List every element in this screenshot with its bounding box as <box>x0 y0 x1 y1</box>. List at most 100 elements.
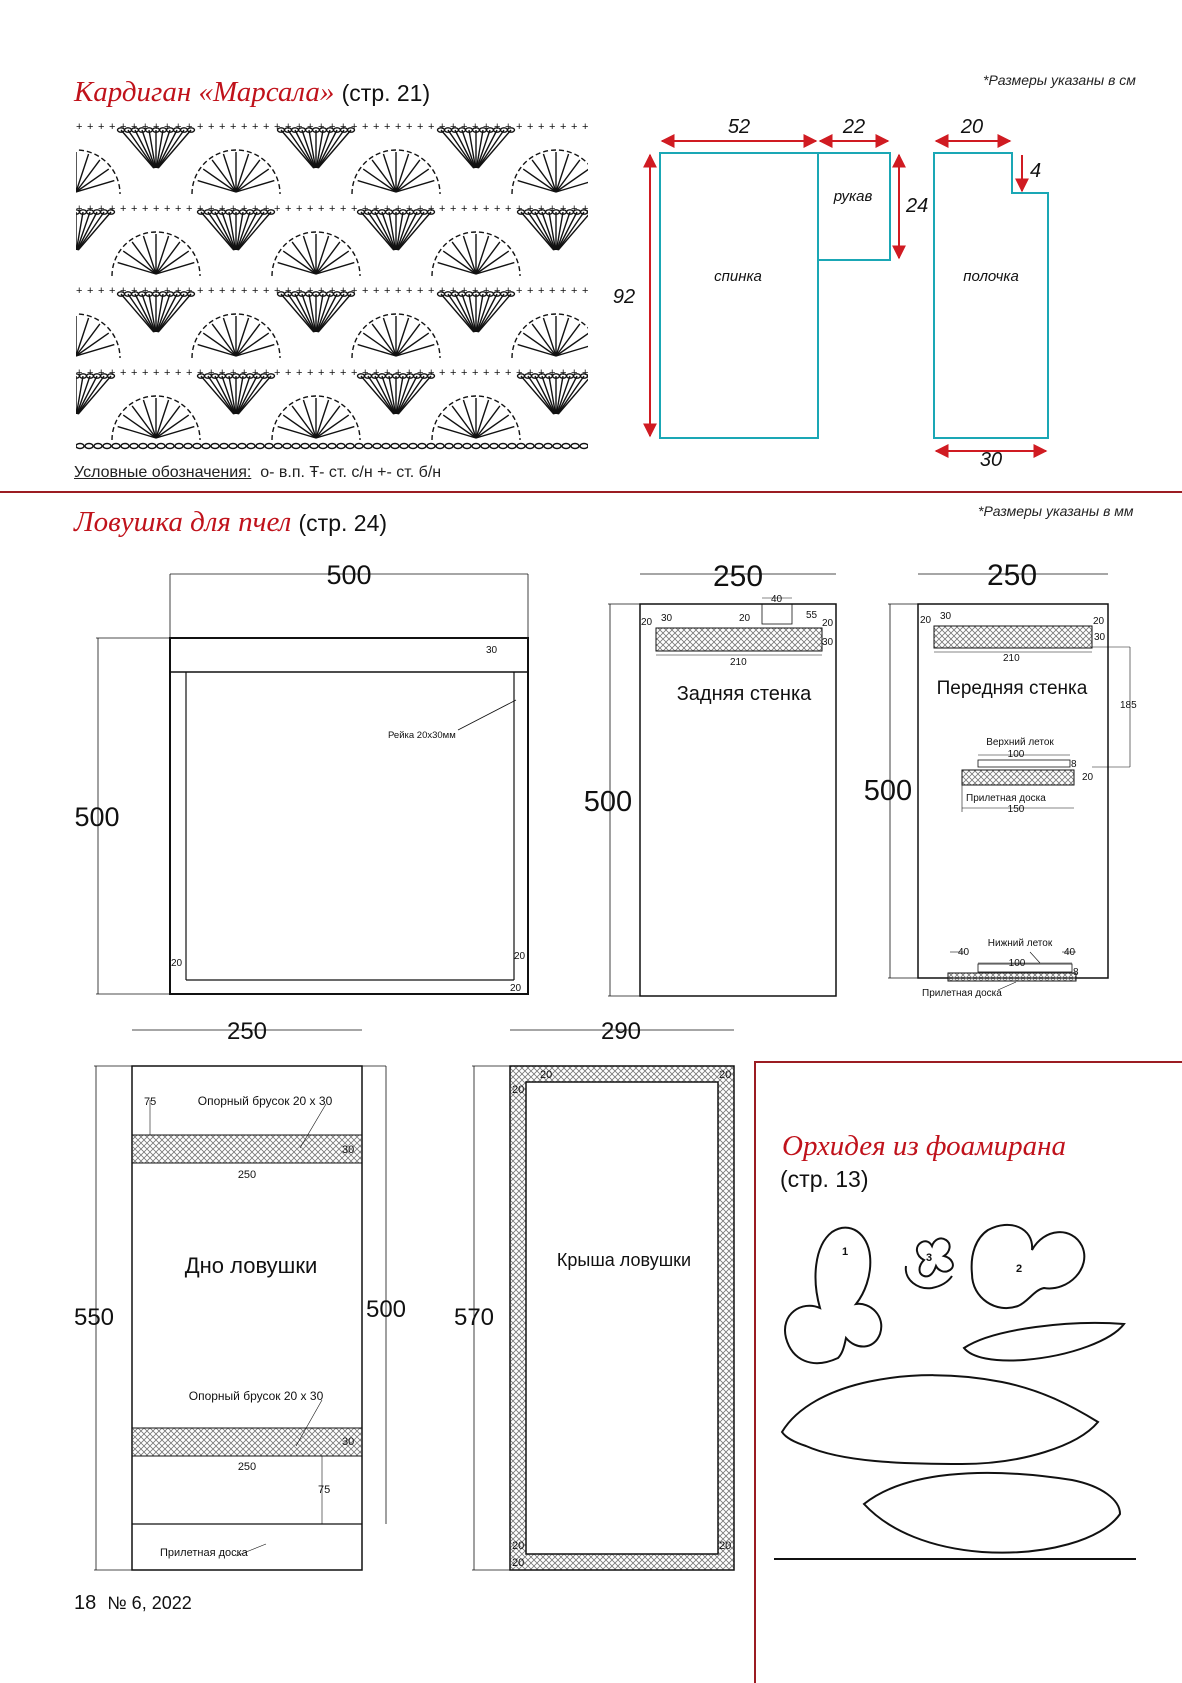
back-wall-d20c: 20 <box>822 618 834 629</box>
svg-text:+: + <box>494 285 500 297</box>
svg-text:+: + <box>560 367 566 379</box>
svg-text:+: + <box>582 367 588 379</box>
page-number: 18 <box>74 1592 97 1614</box>
frame-corner-c: 20 <box>510 983 522 994</box>
back-wall-left-dim: 500 <box>584 786 632 818</box>
svg-text:+: + <box>208 203 214 215</box>
svg-text:+: + <box>76 367 82 379</box>
roof-label: Крыша ловушки <box>557 1250 691 1270</box>
roof-labels: 290 570 Крыша ловушки 20 20 20 20 20 20 <box>454 1018 731 1569</box>
svg-text:+: + <box>164 121 170 133</box>
bottom-d75a: 75 <box>144 1096 156 1108</box>
frame-corner-a: 20 <box>171 958 183 969</box>
section-divider <box>0 491 1182 493</box>
svg-text:+: + <box>197 367 203 379</box>
height-label: 92 <box>613 286 635 308</box>
front-wall-d30b: 30 <box>1094 632 1106 643</box>
petal-2-template <box>970 1223 1086 1309</box>
roof-c4: 20 <box>512 1540 524 1552</box>
svg-text:+: + <box>373 203 379 215</box>
front-wall-d40b: 40 <box>1064 947 1076 958</box>
svg-text:+: + <box>362 285 368 297</box>
svg-text:+: + <box>373 121 379 133</box>
svg-text:+: + <box>560 121 566 133</box>
svg-text:+: + <box>527 203 533 215</box>
roof-left-dim: 570 <box>454 1304 494 1331</box>
front-wall-left-dim: 500 <box>864 775 912 807</box>
svg-text:+: + <box>241 121 247 133</box>
bottom-left-dim: 550 <box>74 1304 114 1331</box>
svg-text:+: + <box>219 285 225 297</box>
svg-text:+: + <box>186 367 192 379</box>
svg-text:+: + <box>560 203 566 215</box>
front-wall-label: Передняя стенка <box>937 678 1088 699</box>
back-piece-label: спинка <box>714 268 762 285</box>
roof-c5: 20 <box>512 1557 524 1569</box>
svg-text:+: + <box>296 367 302 379</box>
svg-text:+: + <box>439 285 445 297</box>
svg-text:+: + <box>87 285 93 297</box>
svg-text:+: + <box>571 285 577 297</box>
svg-text:+: + <box>450 121 456 133</box>
svg-text:+: + <box>351 203 357 215</box>
front-wall-d100b: 100 <box>1009 958 1026 969</box>
frame-rail-label: Рейка 20х30мм <box>388 730 456 741</box>
front-piece-label: полочка <box>963 268 1019 285</box>
front-wall-d20c: 20 <box>1082 772 1094 783</box>
orchid-base-line <box>774 1558 1136 1560</box>
svg-text:+: + <box>340 121 346 133</box>
cardigan-units-note: *Размеры указаны в см <box>983 72 1136 88</box>
svg-text:+: + <box>395 203 401 215</box>
roof-c1: 20 <box>540 1069 552 1081</box>
svg-text:+: + <box>483 367 489 379</box>
svg-text:+: + <box>450 367 456 379</box>
svg-text:+: + <box>98 367 104 379</box>
svg-text:+: + <box>505 367 511 379</box>
roof-top-dim: 290 <box>601 1018 641 1045</box>
svg-text:+: + <box>252 285 258 297</box>
svg-text:+: + <box>582 121 588 133</box>
frame-rail-dim: 30 <box>486 645 498 656</box>
svg-text:+: + <box>395 121 401 133</box>
bottom-board-label: Прилетная доска <box>160 1547 249 1559</box>
svg-text:+: + <box>252 367 258 379</box>
svg-text:+: + <box>153 367 159 379</box>
svg-text:+: + <box>208 285 214 297</box>
svg-text:+: + <box>219 203 225 215</box>
svg-text:+: + <box>571 203 577 215</box>
bottom-drawing <box>94 1029 387 1571</box>
svg-text:+: + <box>164 285 170 297</box>
svg-text:+: + <box>263 285 269 297</box>
svg-text:+: + <box>472 203 478 215</box>
svg-text:+: + <box>516 203 522 215</box>
front-top-label: 20 <box>960 116 983 138</box>
back-wall-labels: 250 500 Задняя стенка 40 20 30 20 55 20 … <box>584 560 834 818</box>
svg-text:+: + <box>142 285 148 297</box>
svg-text:+: + <box>384 203 390 215</box>
svg-text:+: + <box>175 285 181 297</box>
landing-board-label-2: Прилетная доска <box>922 988 1002 999</box>
orchid-title: Орхидея из фоамирана <box>782 1130 1067 1162</box>
svg-text:+: + <box>439 203 445 215</box>
roof-c6: 20 <box>719 1540 731 1552</box>
back-piece <box>659 152 819 439</box>
front-wall-d20b: 20 <box>1093 616 1105 627</box>
svg-text:+: + <box>472 121 478 133</box>
svg-text:+: + <box>208 367 214 379</box>
cardigan-schematic: 52 22 24 92 20 4 30 спинка рукав полочка <box>613 116 1049 471</box>
svg-text:+: + <box>109 367 115 379</box>
sleeve-height-label: 24 <box>905 195 928 217</box>
svg-text:+: + <box>98 203 104 215</box>
svg-text:+: + <box>219 367 225 379</box>
svg-text:+: + <box>450 285 456 297</box>
svg-text:+: + <box>329 285 335 297</box>
svg-text:+: + <box>362 203 368 215</box>
back-wall-d210: 210 <box>730 657 747 668</box>
svg-text:+: + <box>362 121 368 133</box>
svg-text:+: + <box>285 285 291 297</box>
landing-board-label: Прилетная доска <box>966 793 1046 804</box>
svg-text:+: + <box>439 367 445 379</box>
svg-text:+: + <box>197 203 203 215</box>
svg-text:+: + <box>318 367 324 379</box>
svg-text:+: + <box>230 285 236 297</box>
